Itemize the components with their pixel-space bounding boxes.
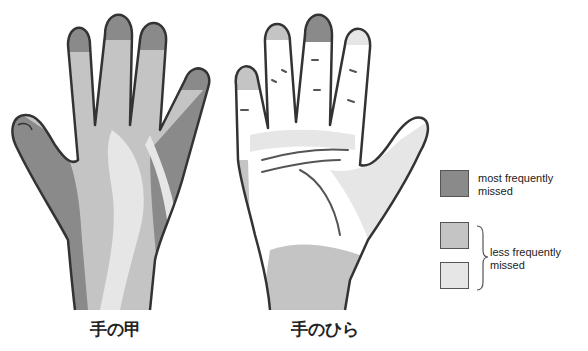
- medium-area: [0, 0, 230, 351]
- back-hand-shading: [0, 0, 230, 351]
- palm-lines: [241, 60, 356, 235]
- legend-swatch: [440, 170, 469, 197]
- medium-area: [236, 160, 250, 230]
- thumbnail-line: [18, 124, 32, 130]
- light-area: [145, 135, 178, 240]
- legend-text: most frequently missed: [478, 172, 578, 198]
- clean-area: [230, 0, 440, 351]
- dark-area: [60, 0, 100, 52]
- palm-outline: [236, 15, 428, 310]
- finger-creases: [241, 60, 356, 110]
- hand-caption: 手のひら: [270, 318, 380, 341]
- legend-swatch-light: [441, 263, 469, 289]
- legend-text: less frequently missed: [490, 246, 580, 272]
- light-area: [100, 130, 144, 310]
- legend-swatch: [440, 222, 469, 249]
- palm-crease: [300, 170, 340, 235]
- legend-bracket: [477, 226, 488, 290]
- dark-area: [180, 50, 220, 90]
- palm-crease: [262, 149, 348, 160]
- back-hand-outline: [12, 15, 209, 310]
- palm-shading: [230, 0, 440, 351]
- hand-caption: 手の甲: [60, 318, 170, 341]
